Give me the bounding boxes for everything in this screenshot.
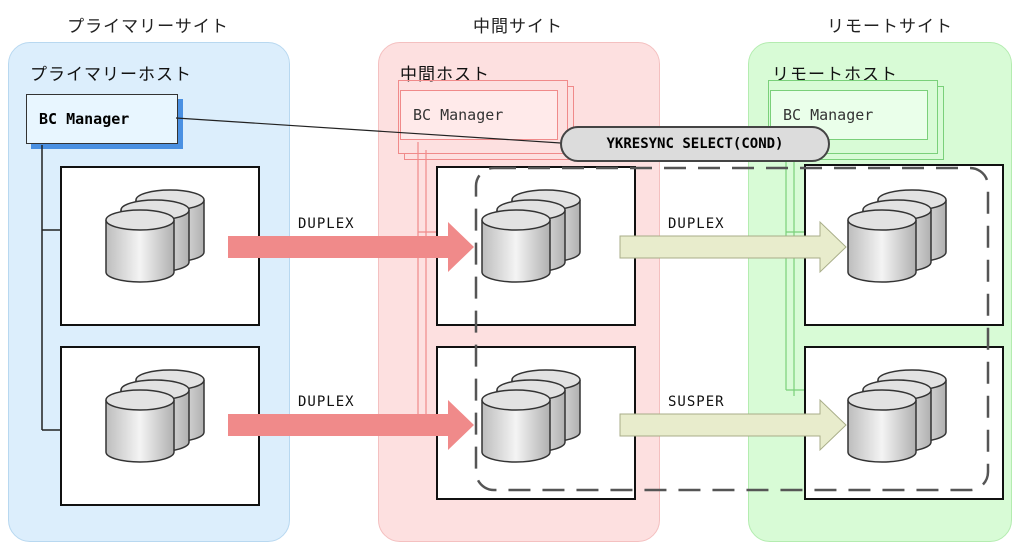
primary-host-connector [41, 145, 60, 431]
pair-status-intermediate-remote-top: DUPLEX [668, 216, 725, 232]
intermediate-site-title: 中間サイト [473, 17, 563, 37]
command-bubble: YKRESYNC SELECT(COND) [560, 126, 830, 162]
remote-host-connector [785, 142, 804, 396]
pair-status-primary-intermediate-top: DUPLEX [298, 216, 355, 232]
consistency-group-outline [474, 166, 990, 492]
arrow-primary-to-intermediate-bottom [228, 400, 474, 450]
disk-stack-primary-bottom [106, 370, 204, 462]
arrow-intermediate-to-remote-top [619, 220, 847, 274]
arrow-intermediate-to-remote-bottom [619, 398, 847, 452]
primary-bc-manager: BC Manager [26, 94, 178, 144]
disk-stack-remote-top [848, 190, 946, 282]
disk-stack-primary-top [106, 190, 204, 282]
arrow-primary-to-intermediate-top [228, 222, 474, 272]
pair-status-intermediate-remote-bottom: SUSPER [668, 394, 725, 410]
primary-site-title: プライマリーサイト [67, 17, 229, 37]
pair-status-primary-intermediate-bottom: DUPLEX [298, 394, 355, 410]
disk-stack-remote-bottom [848, 370, 946, 462]
remote-site-title: リモートサイト [827, 17, 953, 37]
intermediate-bc-manager: BC Manager [400, 90, 558, 140]
command-link-line [175, 117, 577, 145]
disk-stack-intermediate-top [482, 190, 580, 282]
remote-host-frame [768, 80, 938, 154]
intermediate-host-frame [398, 80, 568, 154]
disk-stack-intermediate-bottom [482, 370, 580, 462]
primary-host-label: プライマリーホスト [30, 65, 192, 85]
intermediate-host-connector [417, 142, 436, 426]
